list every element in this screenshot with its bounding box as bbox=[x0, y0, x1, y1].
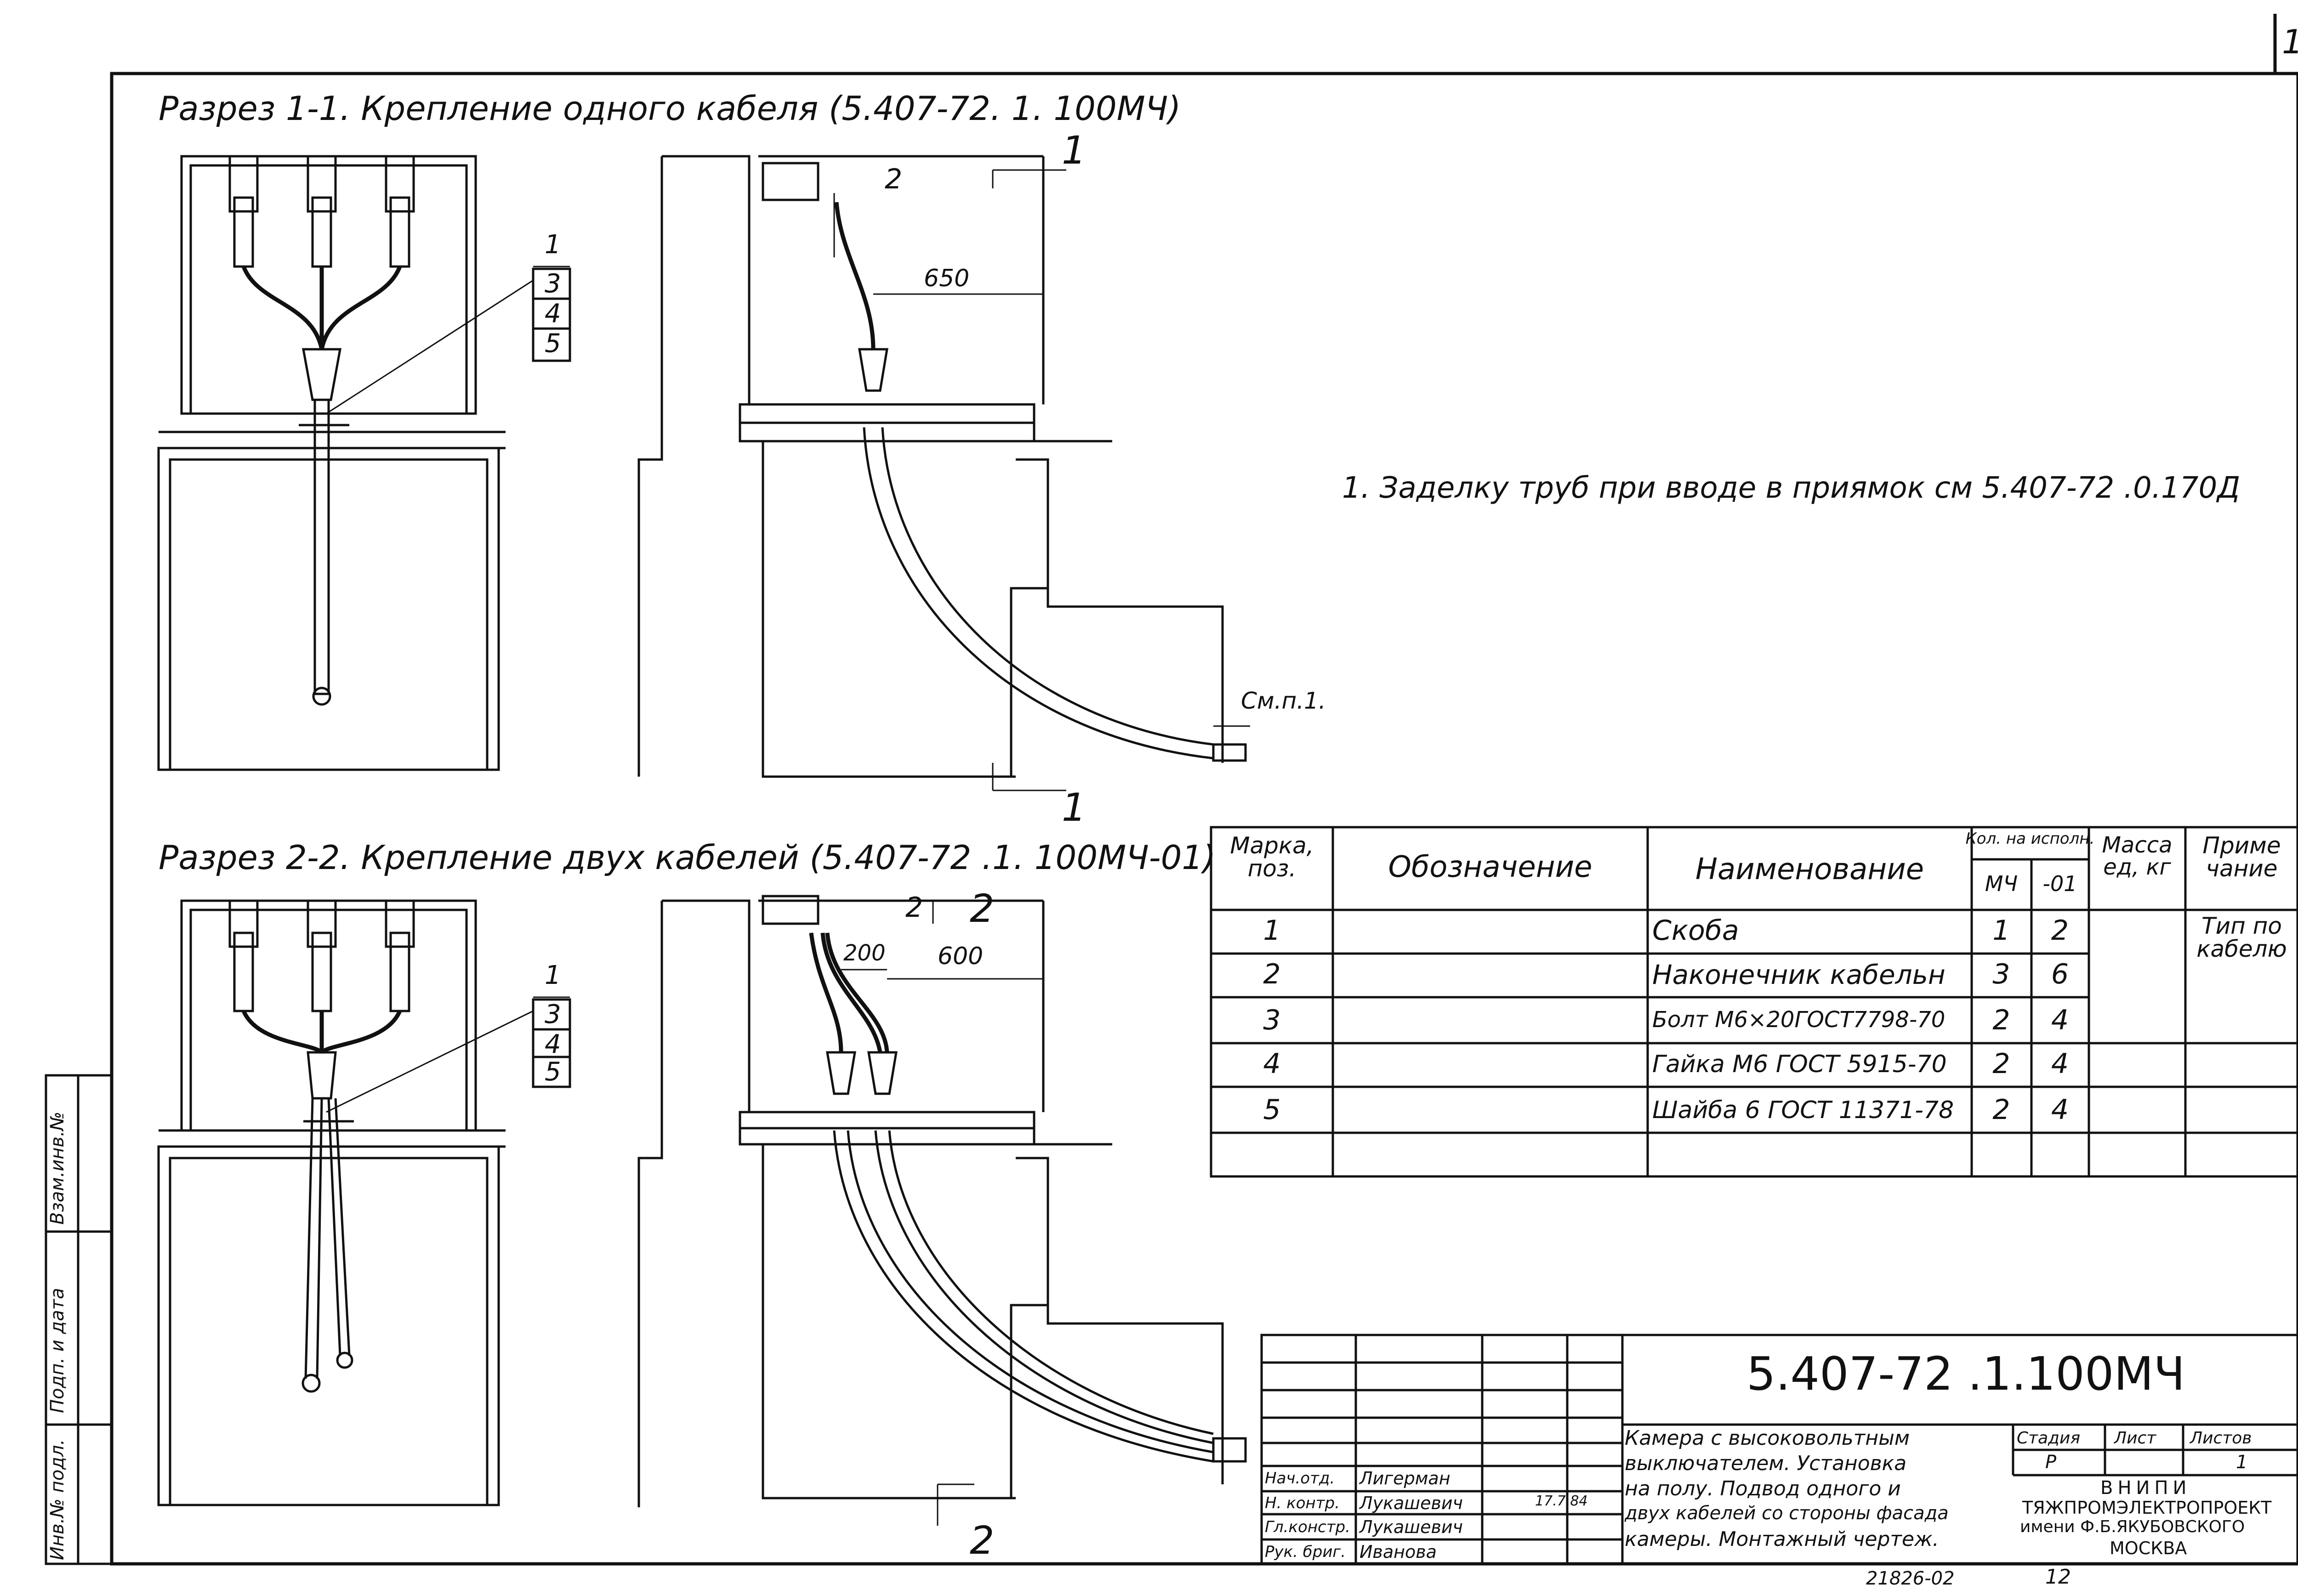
sheets-label: Листов bbox=[2190, 1429, 2252, 1448]
header-mark: Марка, поз. bbox=[1230, 832, 1314, 882]
drawing-frame bbox=[110, 72, 2298, 1566]
section1-dim-650: 650 bbox=[924, 265, 970, 292]
section1-front-view bbox=[157, 155, 571, 771]
footer-code: 21826-02 bbox=[1866, 1568, 1955, 1589]
section1-pos2: 2 bbox=[885, 163, 903, 195]
org-line-3: имени Ф.Б.ЯКУБОВСКОГО bbox=[2020, 1517, 2245, 1536]
title-block-grid bbox=[1260, 1334, 2298, 1565]
sheet-number: 11 bbox=[2282, 25, 2298, 58]
name-2: Лукашевич bbox=[1359, 1493, 1463, 1513]
section2-side-view bbox=[637, 895, 1247, 1526]
section2-dim-600: 600 bbox=[938, 943, 984, 970]
role-4: Рук. бриг. bbox=[1265, 1543, 1346, 1561]
row-01: 6 bbox=[2051, 958, 2069, 990]
row-01: 4 bbox=[2051, 1048, 2069, 1080]
section1-cut-label-top: 1 bbox=[1062, 128, 1086, 173]
section1-title: Разрез 1-1. Крепление одного кабеля (5.4… bbox=[159, 89, 1181, 128]
row-m4: 2 bbox=[1992, 1004, 2010, 1036]
row-m4: 3 bbox=[1992, 958, 2010, 990]
row-pos: 2 bbox=[1263, 958, 1281, 990]
description-line-1: Камера с высоковольтным bbox=[1625, 1426, 1910, 1450]
row-note: Тип по кабелю bbox=[2196, 913, 2287, 962]
row-name: Скоба bbox=[1652, 914, 1739, 947]
section1-callout-4: 4 bbox=[545, 299, 561, 329]
footer-page: 12 bbox=[2045, 1565, 2071, 1589]
section2-cut-label-top: 2 bbox=[970, 886, 995, 931]
description-line-4: двух кабелей со стороны фасада bbox=[1625, 1503, 1949, 1524]
org-line-2: ТЯЖПРОМЭЛЕКТРОПРОЕКТ bbox=[2022, 1498, 2272, 1518]
name-1: Лигерман bbox=[1359, 1468, 1450, 1488]
section2-callout-5: 5 bbox=[545, 1057, 561, 1087]
section2-title: Разрез 2-2. Крепление двух кабелей (5.40… bbox=[159, 838, 1216, 877]
row-pos: 3 bbox=[1263, 1004, 1281, 1036]
header-qty: Кол. на исполн. bbox=[1965, 829, 2095, 848]
section2-callout-3: 3 bbox=[545, 1000, 561, 1029]
header-name: Наименование bbox=[1695, 852, 1924, 886]
section2-pos2: 2 bbox=[905, 892, 923, 924]
description-line-2: выключателем. Установка bbox=[1625, 1452, 1907, 1475]
general-note: 1. Заделку труб при вводе в приямок см 5… bbox=[1342, 471, 2241, 505]
row-m4: 2 bbox=[1992, 1094, 2010, 1126]
row-name: Болт М6×20ГОСТ7798-70 bbox=[1652, 1007, 1945, 1033]
sheet-label: Лист bbox=[2114, 1429, 2156, 1448]
side-stamp-vzam-inv: Взам.инв.№ bbox=[47, 1111, 68, 1225]
section1-callout-5: 5 bbox=[545, 329, 561, 358]
section1-cut-label-bottom: 1 bbox=[1062, 785, 1086, 830]
description-line-5: камеры. Монтажный чертеж. bbox=[1625, 1528, 1939, 1551]
side-stamp-podp-data: Подп. и дата bbox=[47, 1288, 68, 1413]
header-qty-m4: МЧ bbox=[1985, 871, 2018, 896]
section2-dim-200: 200 bbox=[843, 940, 886, 966]
header-qty-01: -01 bbox=[2042, 871, 2077, 896]
role-1: Нач.отд. bbox=[1265, 1469, 1335, 1488]
spec-table-grid bbox=[1210, 826, 2298, 1178]
stage-value: Р bbox=[2045, 1452, 2057, 1473]
row-pos: 5 bbox=[1263, 1094, 1281, 1126]
row-name: Шайба 6 ГОСТ 11371-78 bbox=[1652, 1096, 1954, 1124]
section1-callout-3: 3 bbox=[545, 269, 561, 299]
section2-callout-4: 4 bbox=[545, 1029, 561, 1059]
row-01: 4 bbox=[2051, 1094, 2069, 1126]
sheets-value: 1 bbox=[2236, 1452, 2248, 1473]
side-stamp-inv-podl: Инв.№ подл. bbox=[47, 1439, 68, 1560]
org-line-4: МОСКВА bbox=[2110, 1538, 2187, 1558]
role-3: Гл.констр. bbox=[1265, 1518, 1350, 1536]
row-m4: 1 bbox=[1992, 914, 2010, 947]
name-4: Иванова bbox=[1359, 1542, 1437, 1562]
section2-cut-label-bottom: 2 bbox=[970, 1518, 995, 1563]
section1-side-view bbox=[637, 155, 1250, 791]
description-line-3: на полу. Подвод одного и bbox=[1625, 1477, 1901, 1500]
row-01: 4 bbox=[2051, 1004, 2069, 1036]
stage-label: Стадия bbox=[2017, 1429, 2081, 1448]
row-01: 2 bbox=[2051, 914, 2069, 947]
row-m4: 2 bbox=[1992, 1048, 2010, 1080]
header-note: Приме чание bbox=[2202, 832, 2281, 882]
section2-callout-1: 1 bbox=[545, 960, 561, 990]
sign-date: 17.7.84 bbox=[1535, 1493, 1588, 1509]
role-2: Н. контр. bbox=[1265, 1494, 1340, 1512]
row-name: Гайка М6 ГОСТ 5915-70 bbox=[1652, 1051, 1947, 1078]
section1-callout-1: 1 bbox=[545, 230, 561, 260]
header-designation: Обозначение bbox=[1388, 850, 1593, 884]
row-pos: 1 bbox=[1263, 914, 1281, 947]
row-pos: 4 bbox=[1263, 1048, 1281, 1080]
document-code: 5.407-72 .1.100МЧ bbox=[1746, 1347, 2185, 1401]
name-3: Лукашевич bbox=[1359, 1517, 1463, 1537]
see-note-label: См.п.1. bbox=[1241, 687, 1326, 714]
row-name: Наконечник кабельн bbox=[1652, 959, 1945, 990]
header-mass: Масса ед, кг bbox=[2102, 832, 2173, 880]
org-line-1: ВНИПИ bbox=[2100, 1477, 2191, 1499]
section2-front-view bbox=[157, 899, 571, 1506]
